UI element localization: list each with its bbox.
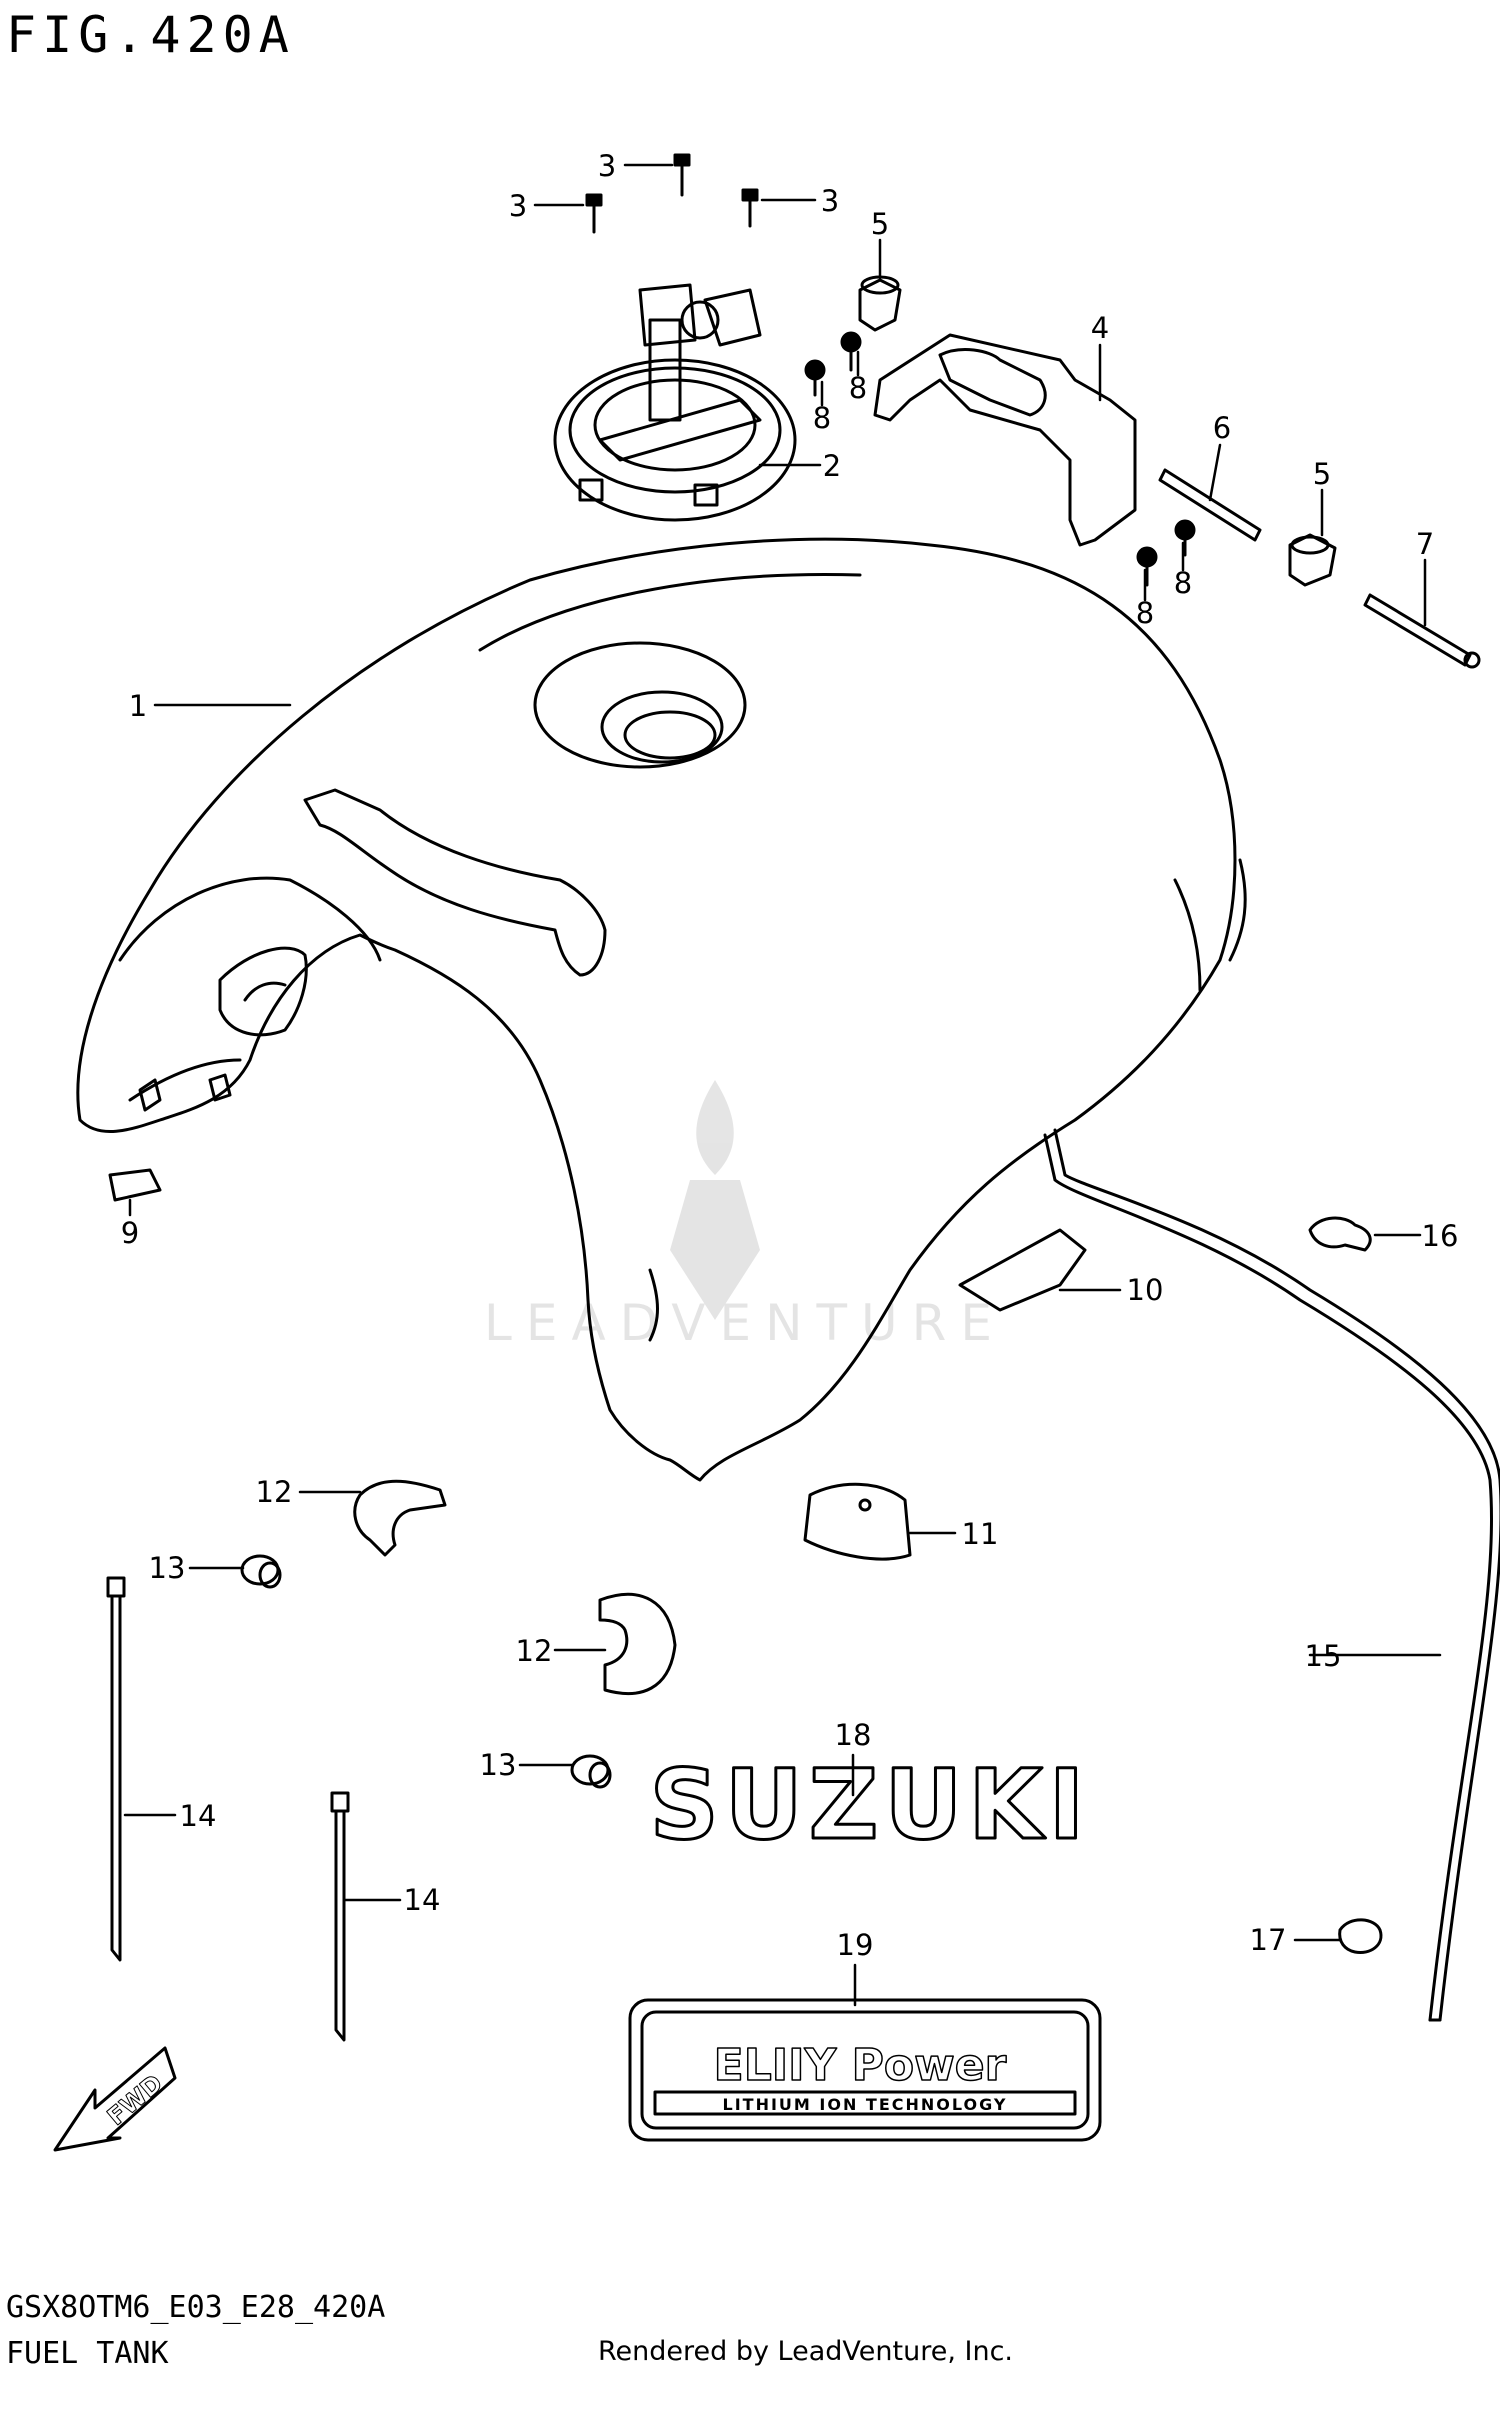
- suzuki-emblem[interactable]: SUZUKI: [648, 1748, 1091, 1863]
- callout-13a: 13: [149, 1551, 186, 1585]
- diagram-code: GSX8OTM6_E03_E28_420A: [6, 2290, 386, 2325]
- figure-title: FIG.420A: [6, 6, 295, 64]
- pin[interactable]: [1158, 468, 1262, 542]
- eliiy-sub-text: LITHIUM ION TECHNOLOGY: [723, 2095, 1008, 2114]
- bolt-3a[interactable]: [673, 153, 691, 197]
- nut-8d[interactable]: [1136, 546, 1158, 587]
- callout-9: 9: [121, 1216, 139, 1250]
- rendered-by: Rendered by LeadVenture, Inc.: [598, 2336, 1014, 2367]
- watermark-text: LEADVENTURE: [484, 1294, 1006, 1352]
- callout-8c: 8: [1174, 566, 1192, 600]
- cable-tie-14b[interactable]: [330, 1791, 350, 2042]
- pad-10[interactable]: [958, 1228, 1087, 1312]
- eliiy-brand-text: ELIIY Power: [714, 2040, 1007, 2091]
- callout-6: 6: [1213, 411, 1231, 445]
- rod[interactable]: [1363, 593, 1481, 669]
- callout-19: 19: [837, 1928, 874, 1962]
- diagram-name: FUEL TANK: [6, 2336, 169, 2371]
- grommet-13a[interactable]: [240, 1554, 282, 1589]
- callout-8b: 8: [813, 401, 831, 435]
- suzuki-emblem-text: SUZUKI: [650, 1749, 1091, 1861]
- callout-5b: 5: [1313, 457, 1331, 491]
- callout-15: 15: [1305, 1639, 1342, 1673]
- callout-4: 4: [1091, 311, 1109, 345]
- callout-10: 10: [1127, 1273, 1164, 1307]
- fwd-arrow: FWD: [53, 2046, 177, 2152]
- nut-8a[interactable]: [840, 331, 862, 372]
- callout-8a: 8: [849, 371, 867, 405]
- callout-17: 17: [1250, 1923, 1287, 1957]
- callout-3c: 3: [821, 184, 839, 218]
- fuel-cap[interactable]: [553, 283, 797, 522]
- callout-7: 7: [1416, 527, 1434, 561]
- callout-11: 11: [962, 1517, 999, 1551]
- callout-labels: 1 2 3 3 3 4 5 5 6 7 8 8 8 8 9 10 11 12 1…: [121, 149, 1459, 1962]
- tank-bracket[interactable]: [873, 333, 1137, 547]
- nut-8c[interactable]: [1174, 519, 1196, 557]
- callout-1: 1: [129, 689, 147, 723]
- cable-tie-14a[interactable]: [106, 1576, 126, 1962]
- hose-15[interactable]: [1043, 1128, 1500, 2022]
- bolt-3c[interactable]: [741, 188, 759, 228]
- fwd-label: FWD: [102, 2069, 168, 2131]
- grommet-13b[interactable]: [570, 1754, 612, 1789]
- cushion-9[interactable]: [108, 1168, 162, 1202]
- callout-2: 2: [823, 449, 841, 483]
- callout-14b: 14: [404, 1883, 441, 1917]
- nut-8b[interactable]: [804, 359, 826, 397]
- clip-16[interactable]: [1308, 1216, 1372, 1252]
- callout-3a: 3: [598, 149, 616, 183]
- clip-17[interactable]: [1338, 1918, 1383, 1955]
- fuel-tank[interactable]: [76, 537, 1247, 1482]
- callout-5a: 5: [871, 207, 889, 241]
- cushion-5b[interactable]: [1288, 533, 1337, 587]
- callout-13b: 13: [480, 1748, 517, 1782]
- leader-lines: [123, 163, 1442, 2007]
- callout-12a: 12: [256, 1475, 293, 1509]
- bolt-3b[interactable]: [585, 193, 603, 234]
- callout-3b: 3: [509, 189, 527, 223]
- cushion-11[interactable]: [803, 1482, 912, 1561]
- eliiy-power-emblem[interactable]: ELIIY Power LITHIUM ION TECHNOLOGY: [628, 1998, 1102, 2142]
- callout-18: 18: [835, 1718, 872, 1752]
- clamp-12b[interactable]: [598, 1592, 677, 1695]
- watermark: LEADVENTURE: [484, 1080, 1006, 1352]
- callout-8d: 8: [1136, 596, 1154, 630]
- callout-12b: 12: [516, 1634, 553, 1668]
- callout-16: 16: [1422, 1219, 1459, 1253]
- cushion-5a[interactable]: [858, 275, 902, 332]
- clamp-12a[interactable]: [353, 1479, 447, 1557]
- callout-14a: 14: [180, 1799, 217, 1833]
